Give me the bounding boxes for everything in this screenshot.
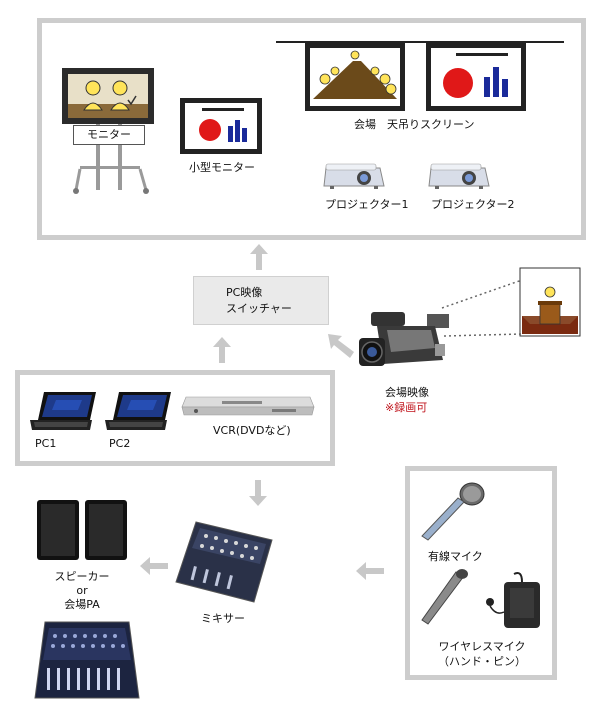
- projector-1-icon: [323, 163, 385, 189]
- wireless-mic-label-line2: （ハンド・ピン）: [438, 655, 526, 668]
- arrow-up-to-switcher-icon: [213, 337, 231, 363]
- laptop-pc1-icon: [30, 392, 96, 430]
- monitor-on-stand-icon: [62, 68, 154, 194]
- wireless-mic-label-line1: ワイヤレスマイク: [438, 640, 526, 653]
- arrow-camera-to-switcher-icon: [328, 334, 354, 358]
- monitor-label-box: モニター: [73, 125, 145, 145]
- ceiling-rail: [276, 41, 564, 43]
- pc1-label: PC1: [35, 437, 57, 450]
- video-camera-icon: [359, 312, 449, 366]
- meeting-screen-icon: [305, 43, 405, 111]
- screen-label: 会場 天吊りスクリーン: [354, 118, 475, 131]
- speakers-line3: 会場PA: [64, 598, 100, 611]
- arrow-left-to-speaker-icon: [140, 557, 168, 575]
- speakers-line2: or: [76, 584, 88, 597]
- stage-podium-icon: [519, 267, 581, 337]
- wired-mic-icon: [421, 482, 485, 541]
- speakers-line1: スピーカー: [54, 570, 110, 583]
- projector-2-label: プロジェクター2: [431, 198, 515, 211]
- pc2-label: PC2: [109, 437, 131, 450]
- speakers-icon: [37, 500, 127, 560]
- mixer-icon: [175, 521, 273, 603]
- dvd-player-icon: [181, 396, 315, 416]
- camera-label: 会場映像: [385, 386, 429, 399]
- arrow-left-from-mics-icon: [356, 562, 384, 580]
- camera-note: ※録画可: [385, 401, 428, 414]
- pa-mixer-icon: [34, 621, 140, 699]
- arrow-up-to-display-icon: [250, 244, 268, 270]
- small-monitor-icon: [180, 98, 262, 154]
- wireless-mic-icon: [421, 569, 540, 628]
- laptop-pc2-icon: [105, 392, 171, 430]
- switcher-line1: PC映像: [226, 286, 263, 299]
- projector-2-icon: [428, 163, 490, 189]
- wired-mic-label: 有線マイク: [428, 550, 483, 563]
- pc-switcher-box: [193, 276, 329, 325]
- monitor-label: モニター: [87, 128, 131, 141]
- chart-screen-icon: [426, 43, 526, 111]
- switcher-line2: スイッチャー: [226, 302, 292, 315]
- mixer-label: ミキサー: [201, 612, 245, 625]
- vcr-label: VCR(DVDなど): [213, 424, 291, 437]
- projector-1-label: プロジェクター1: [325, 198, 409, 211]
- camera-sight-lines: [441, 279, 523, 337]
- small-monitor-label: 小型モニター: [189, 161, 255, 174]
- arrow-down-to-mixer-icon: [249, 480, 267, 506]
